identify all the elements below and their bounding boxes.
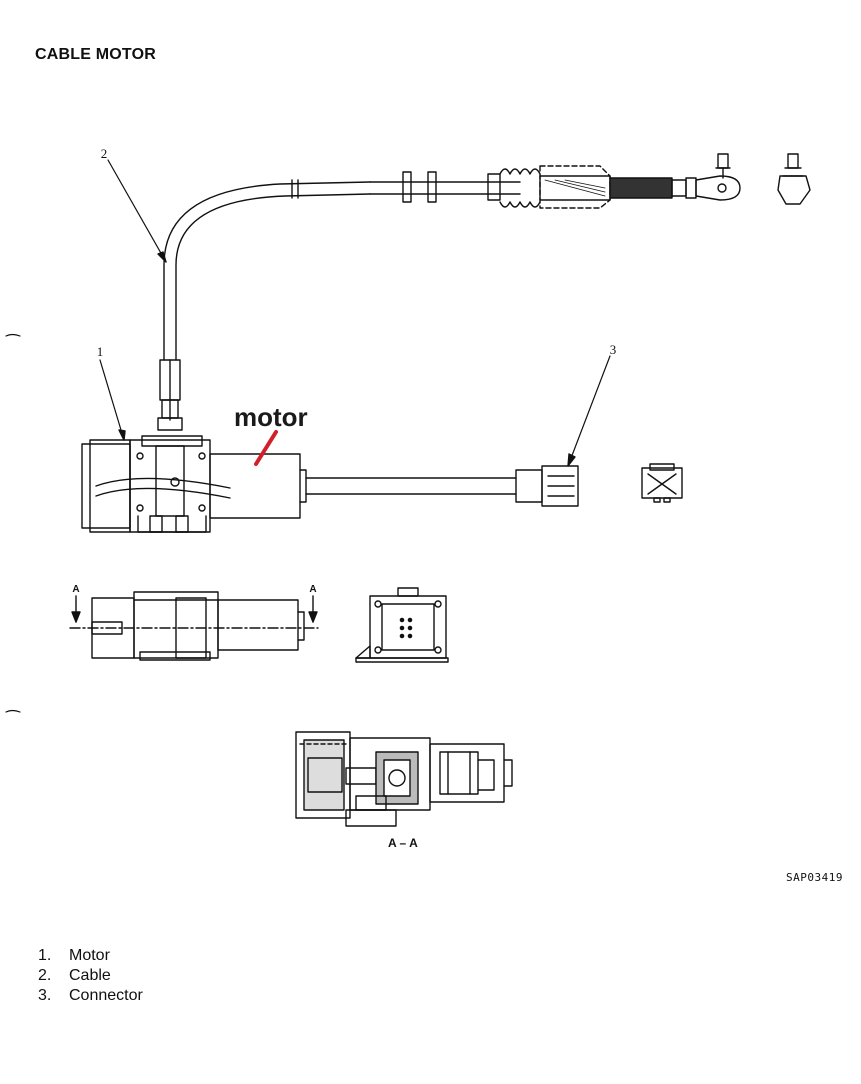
callout-2: 2 [101,146,108,161]
figure-code: SAP03419 [786,871,843,884]
motor-annotation: motor [234,402,308,432]
section-marker-left: A [72,584,79,595]
callout-3: 3 [610,342,617,357]
motor-end-view [355,587,449,663]
section-caption: A – A [388,836,418,850]
legend-item-connector: 3. Connector [38,987,143,1004]
motor-side-view [69,591,319,661]
leader-1 [99,359,125,441]
callout-1: 1 [97,344,104,359]
legend: 1. Motor 2. Cable 3. Connector [38,946,143,1006]
section-a-a-view [295,731,513,827]
motor-annotation-mark [254,430,278,466]
legend-item-motor: 1. Motor [38,947,110,964]
section-marker-right: A [309,584,316,595]
motor-body [81,435,683,533]
leader-3 [567,355,611,467]
leader-2 [107,159,167,263]
cable-assembly [157,153,811,431]
legend-item-cable: 2. Cable [38,967,111,984]
page-title: CABLE MOTOR [35,46,157,63]
